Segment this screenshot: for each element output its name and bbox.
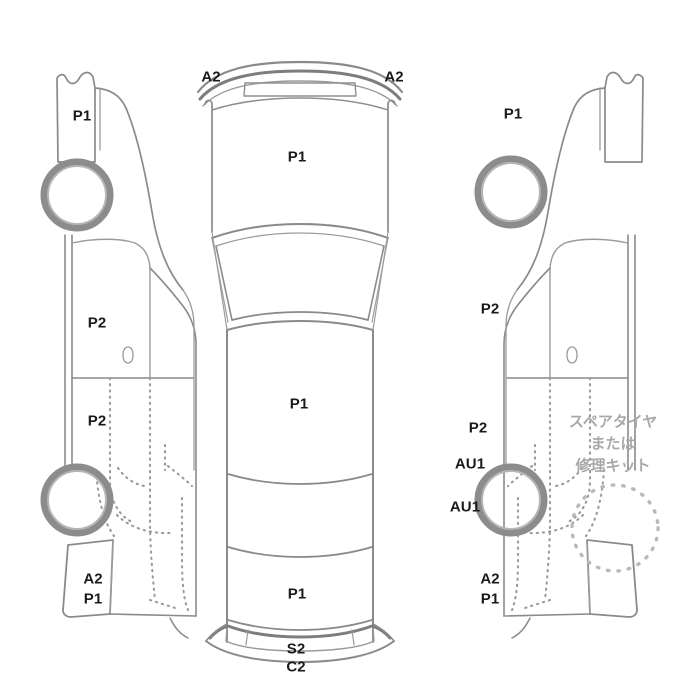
panel-label-front-bumper-right: A2 bbox=[384, 68, 404, 86]
left-side-profile bbox=[56, 71, 197, 639]
panel-label-hood: P1 bbox=[287, 148, 307, 166]
panel-label-roof: P1 bbox=[289, 395, 309, 413]
panel-label-left-rear-quarter-p1: P1 bbox=[83, 590, 103, 608]
spare-tire-dotted-circle bbox=[570, 483, 660, 573]
panel-label-right-rear-door: P2 bbox=[468, 419, 488, 437]
panel-label-right-rocker-upper: AU1 bbox=[454, 455, 486, 473]
panel-label-right-rear-quarter-p1: P1 bbox=[480, 590, 500, 608]
center-body-top-view bbox=[196, 60, 404, 663]
panel-label-front-bumper-left: A2 bbox=[201, 68, 221, 86]
panel-label-left-rear-door: P2 bbox=[87, 412, 107, 430]
wheel-front-right bbox=[478, 159, 544, 225]
panel-label-right-front-door: P2 bbox=[480, 300, 500, 318]
panel-label-rear-bumper-s2: S2 bbox=[286, 640, 306, 658]
panel-label-left-rear-quarter-a2: A2 bbox=[83, 570, 103, 588]
panel-label-right-rocker-lower: AU1 bbox=[449, 498, 481, 516]
panel-label-right-rear-quarter-a2: A2 bbox=[480, 570, 500, 588]
panel-label-rear-bumper-c2: C2 bbox=[286, 658, 306, 676]
panel-label-left-front-door: P2 bbox=[87, 314, 107, 332]
panel-label-trunk: P1 bbox=[287, 585, 307, 603]
panel-label-left-front-fender: P1 bbox=[72, 107, 92, 125]
panel-label-right-front-fender: P1 bbox=[503, 105, 523, 123]
spare-tire-note-line-3: 修理キット bbox=[575, 455, 651, 474]
wheel-rear-right bbox=[478, 467, 544, 533]
wheels bbox=[44, 159, 544, 533]
wheel-front-left bbox=[44, 162, 110, 228]
spare-tire-note-line-2: または bbox=[590, 434, 636, 453]
spare-tire-note: スペアタイヤ または 修理キット bbox=[569, 411, 658, 476]
right-side-profile bbox=[503, 71, 644, 639]
spare-tire-note-line-1: スペアタイヤ bbox=[568, 412, 658, 431]
